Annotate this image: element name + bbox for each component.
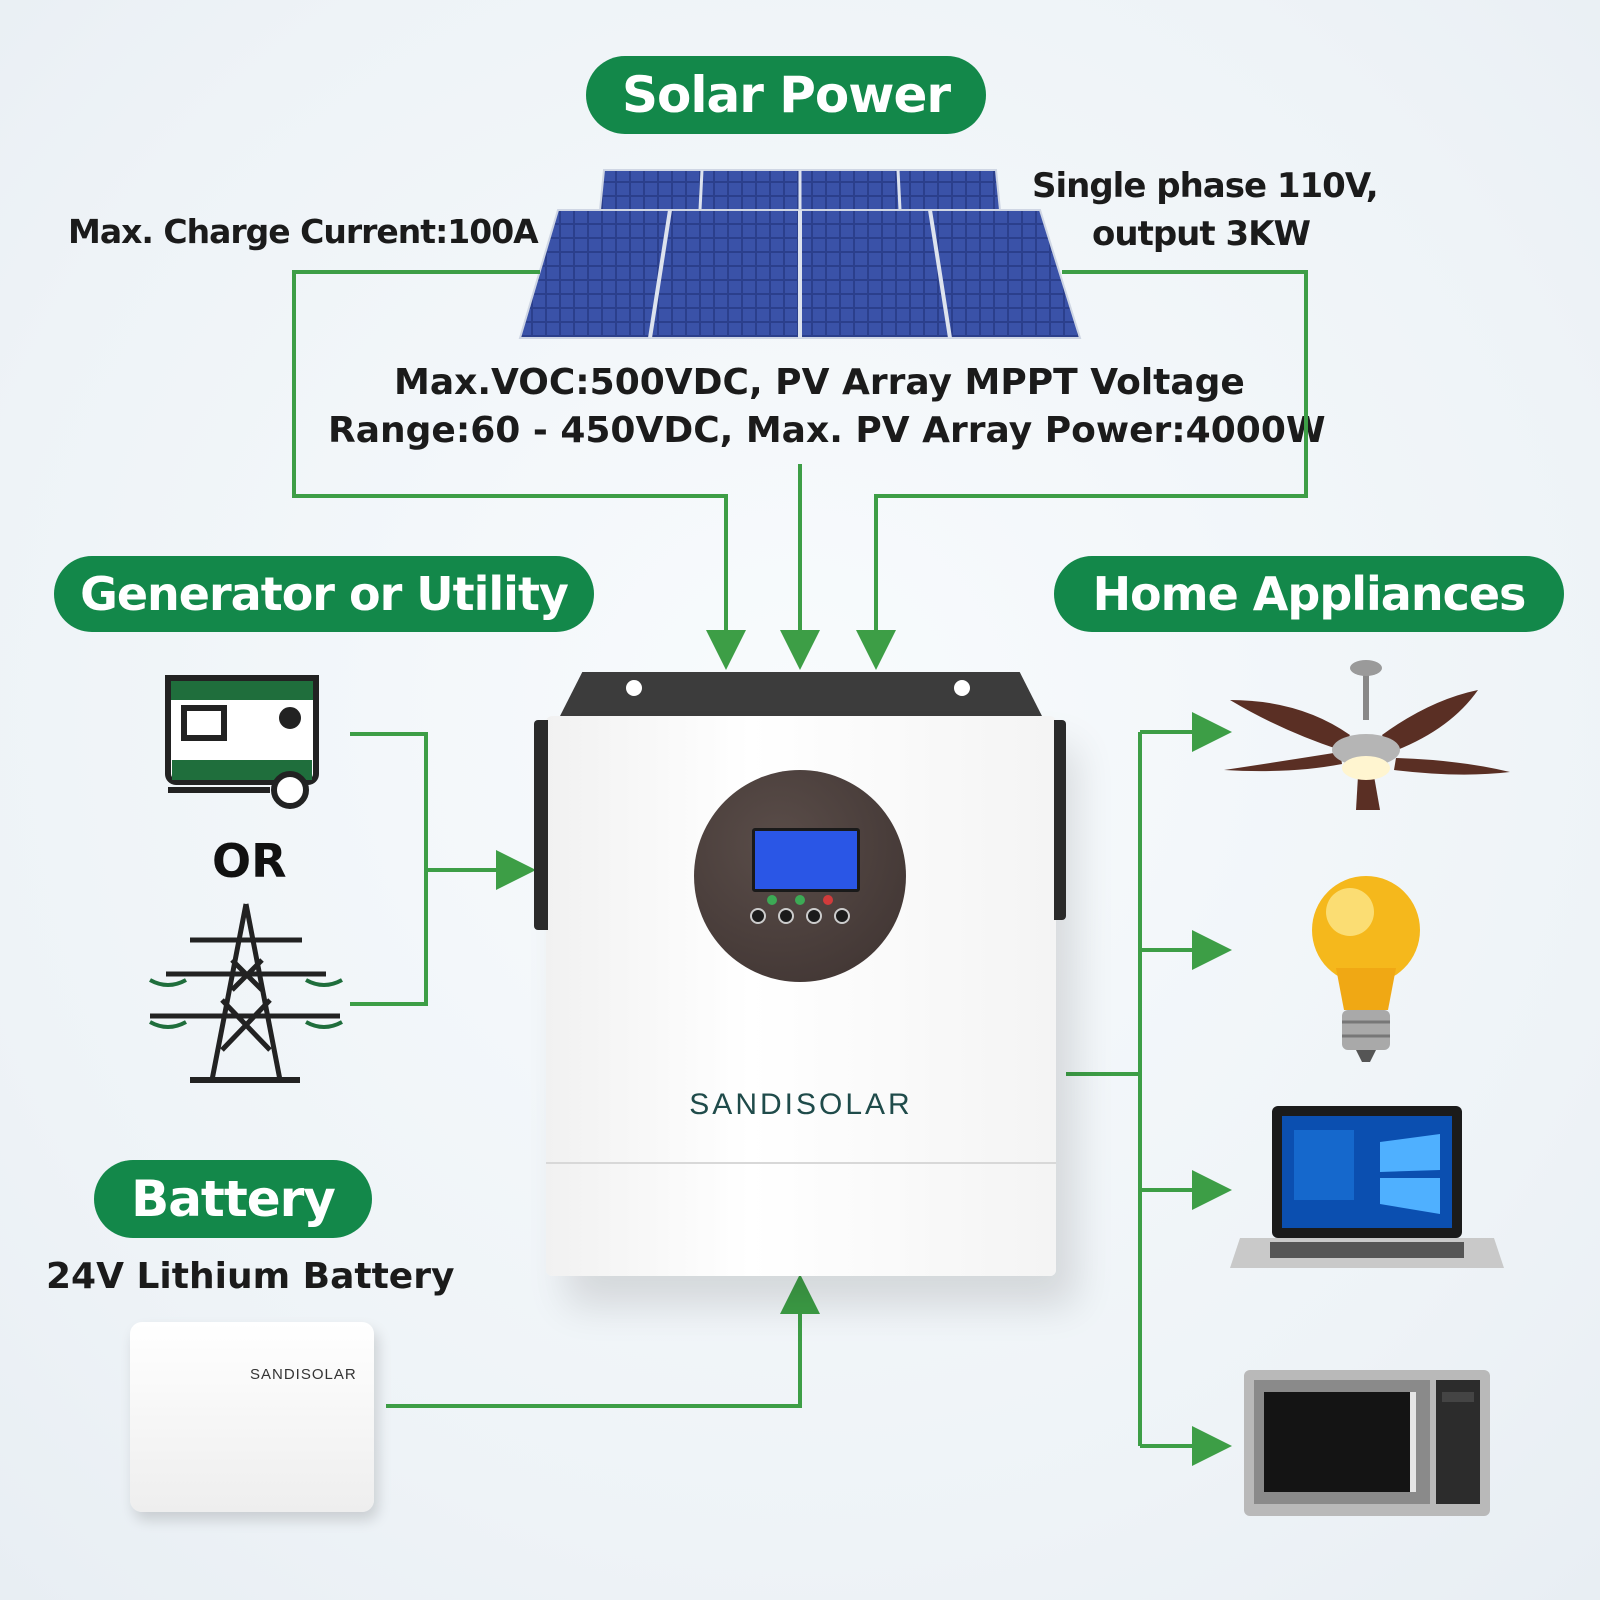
solar-power-label: Solar Power (586, 56, 986, 134)
battery-flow-line (386, 1274, 820, 1408)
single-phase-text-line1: Single phase 110V, (1032, 166, 1379, 206)
appliance-flow-lines (1066, 712, 1232, 1466)
lcd-screen (752, 828, 860, 892)
inverter-divider (546, 1162, 1056, 1164)
microwave-icon (1244, 1370, 1490, 1516)
enter-button[interactable] (834, 908, 850, 924)
battery-type-text: 24V Lithium Battery (46, 1256, 455, 1297)
indicator-led (795, 895, 805, 905)
or-text: OR (212, 834, 287, 888)
ceiling-fan-icon (1224, 660, 1510, 810)
generator-utility-label: Generator or Utility (54, 556, 594, 632)
single-phase-text-line2: output 3KW (1092, 214, 1311, 254)
laptop-icon (1230, 1106, 1504, 1268)
indicator-led (823, 895, 833, 905)
mount-hole (954, 680, 970, 696)
esc-button[interactable] (750, 908, 766, 924)
pv-spec-line1: Max.VOC:500VDC, PV Array MPPT Voltage (394, 362, 1245, 403)
inverter-side-right (1054, 720, 1066, 920)
pv-spec-line2: Range:60 - 450VDC, Max. PV Array Power:4… (328, 410, 1326, 451)
up-button[interactable] (778, 908, 794, 924)
mount-hole (626, 680, 642, 696)
max-charge-current-text: Max. Charge Current:100A (68, 212, 539, 251)
utility-flow-lines (350, 732, 536, 1006)
solar-panel-icon (518, 169, 1082, 339)
inverter-top-bracket (558, 672, 1044, 720)
battery-unit (130, 1322, 374, 1512)
inverter-side-left (534, 720, 548, 930)
indicator-led (767, 895, 777, 905)
battery-label: Battery (94, 1160, 372, 1238)
inverter-brand: SANDISOLAR (689, 1088, 913, 1121)
solar-flow-lines (292, 270, 1308, 670)
power-tower-icon (149, 903, 343, 1083)
generator-icon (165, 675, 319, 809)
down-button[interactable] (806, 908, 822, 924)
home-appliances-label: Home Appliances (1054, 556, 1564, 632)
light-bulb-icon (1312, 876, 1420, 1062)
battery-brand: SANDISOLAR (250, 1366, 357, 1383)
